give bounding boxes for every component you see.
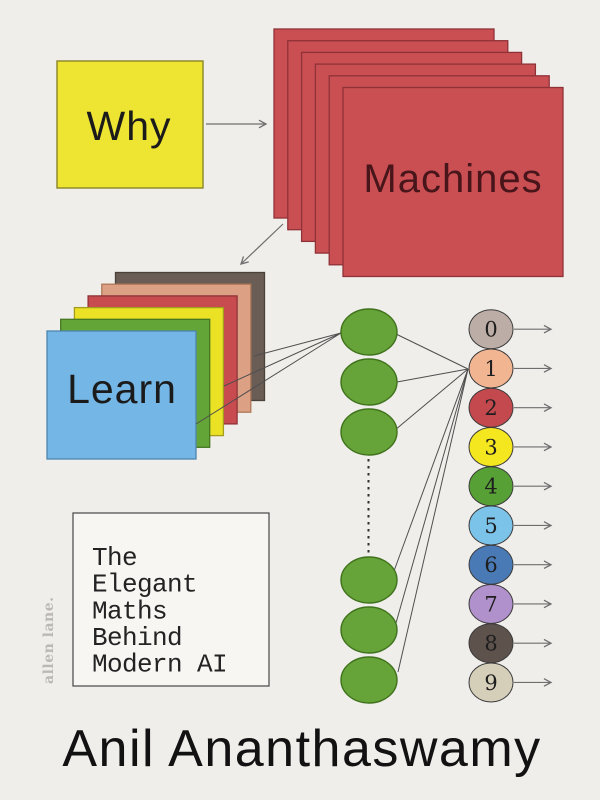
hidden-node [340,556,398,604]
machines-label: Machines [363,157,542,201]
subtitle-line: The [92,543,137,573]
why-square-group: Why [56,60,204,189]
learn-stack [46,271,266,460]
output-node-label: 7 [484,592,497,616]
output-node-label: 3 [484,435,497,459]
hidden-layer [340,308,398,704]
input-connections [195,332,342,425]
output-node-1: 1 [468,348,553,389]
learn-label: Learn [67,366,177,412]
output-node-5: 5 [468,505,553,546]
output-node-label: 4 [484,475,497,499]
hidden-output-connection-line [395,368,469,624]
output-node-label: 6 [484,553,497,577]
hidden-node [340,308,398,356]
machines-stack [273,28,564,278]
output-node-label: 1 [484,357,497,381]
output-node-6: 6 [468,544,553,585]
output-node-0: 0 [468,309,553,350]
hidden-output-connections [393,333,469,673]
hidden-output-connection-line [394,368,469,431]
learn-square [46,330,197,460]
output-node-label: 2 [484,396,497,420]
machines-square [342,86,564,278]
hidden-node [340,408,398,456]
input-connection-line [253,332,342,357]
hidden-output-connection-line [396,368,469,383]
output-node-8: 8 [468,623,553,664]
output-layer: 0 1 2 3 4 5 6 7 8 9 [468,309,553,703]
input-connection-line [195,332,342,425]
publisher-logo: allen lane. [41,596,57,684]
input-connection-line [223,332,342,387]
subtitle-line: Modern AI [92,650,227,680]
hidden-node [340,606,398,654]
output-node-label: 8 [484,632,497,656]
output-node-label: 0 [484,318,497,342]
why-label: Why [87,103,172,149]
subtitle-box [72,512,270,687]
subtitle-line: Behind [92,623,182,653]
output-node-ellipse [468,662,514,703]
hidden-output-connection-line [393,368,469,572]
output-node-label: 9 [484,671,497,695]
subtitle-line: Elegant [92,570,197,600]
hidden-output-connection-line [397,368,469,673]
output-node-label: 5 [484,514,497,538]
hidden-node [340,358,398,406]
arrow-machines-to-learn [240,223,284,265]
hidden-output-connection-line [395,333,469,370]
subtitle-box-group: The Elegant Maths Behind Modern AI [72,512,270,687]
output-node-9: 9 [468,662,553,703]
hidden-node [340,656,398,704]
author-name: Anil Ananthaswamy [62,720,541,778]
why-square [56,60,204,189]
output-node-4: 4 [468,466,553,507]
subtitle-line: Maths [92,596,167,626]
output-node-7: 7 [468,583,553,624]
